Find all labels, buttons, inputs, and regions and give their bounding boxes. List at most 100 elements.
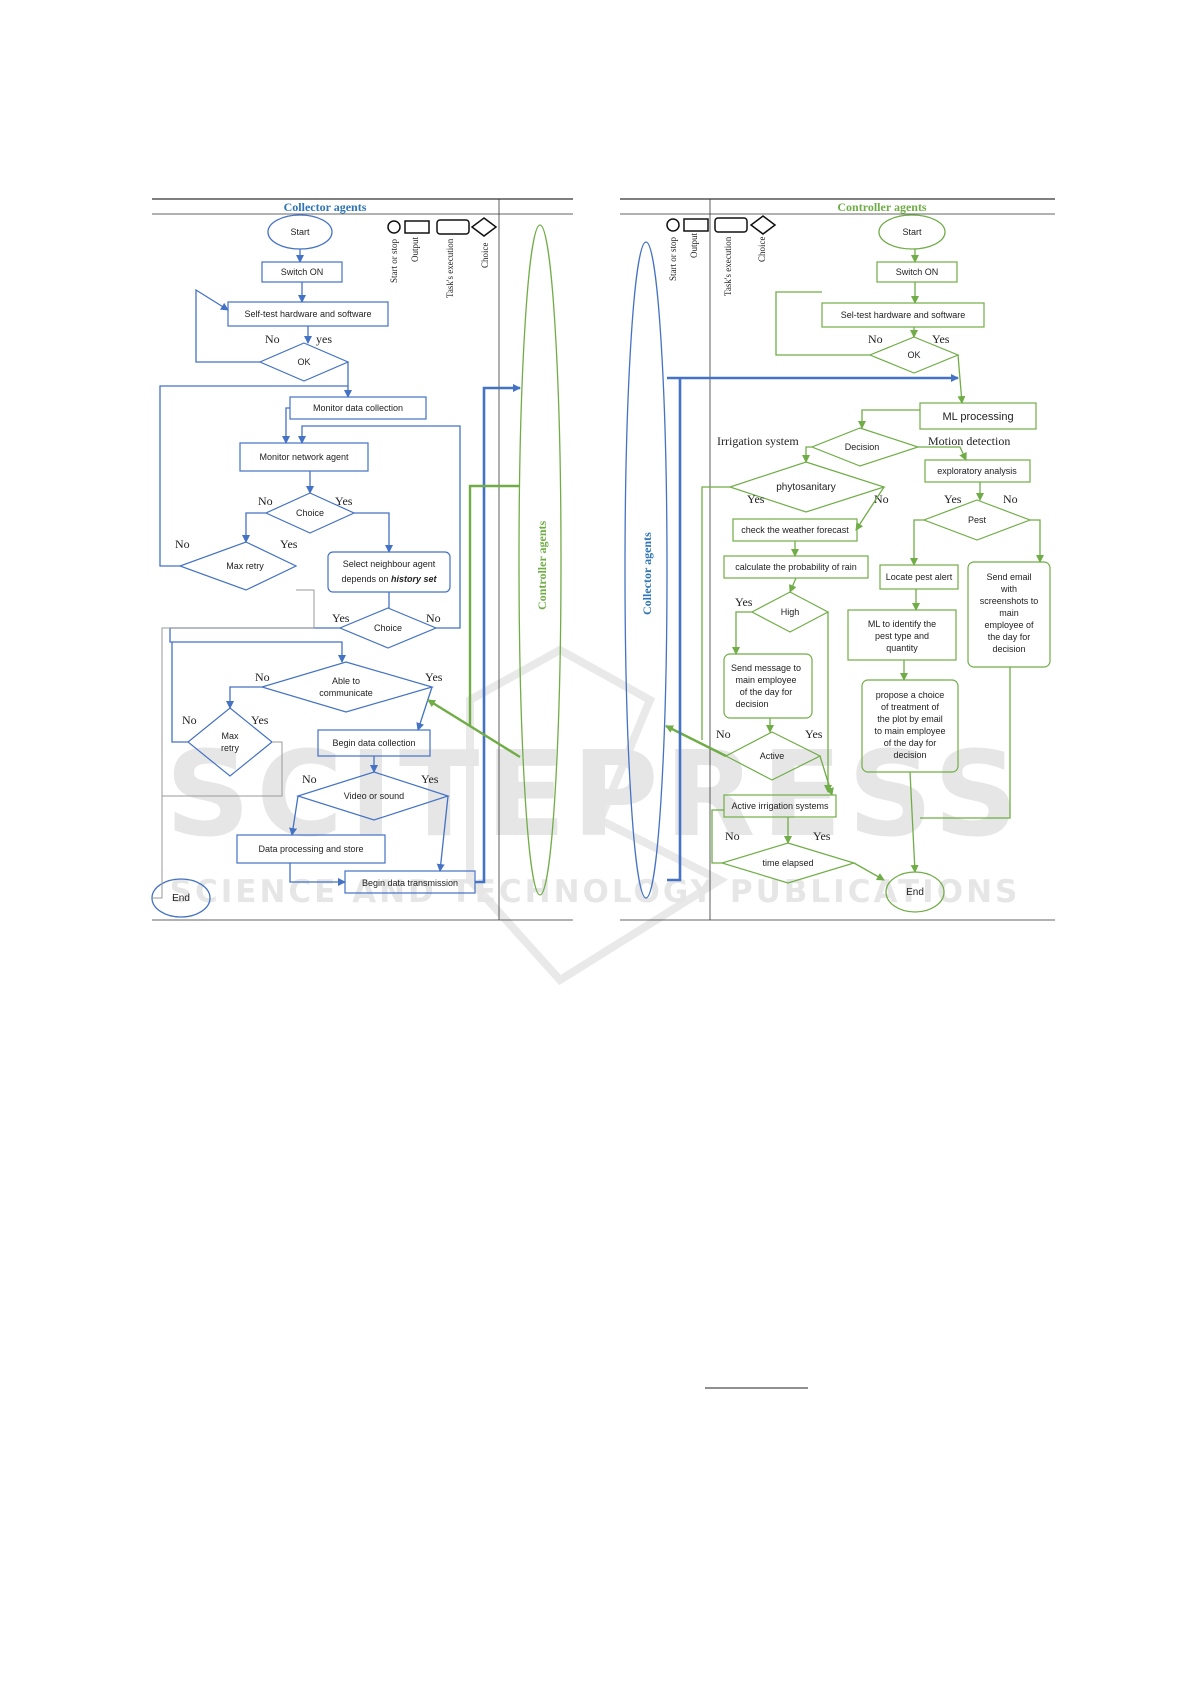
choice1-diamond: [264, 492, 356, 534]
pest-no-label: No: [1003, 492, 1018, 506]
phytosanitary-label: phytosanitary: [776, 482, 835, 493]
c-end-label: End: [906, 887, 924, 898]
retry-yes-label: Yes: [280, 537, 298, 551]
select-neighbour-label-2a: depends on: [341, 574, 391, 584]
legend-start-stop-icon: [387, 220, 401, 234]
time-elapsed-diamond: [719, 842, 857, 884]
retry2-no-label: No: [182, 713, 197, 727]
processing-store-box: [236, 834, 386, 864]
weather-label: check the weather forecast: [741, 525, 849, 535]
ml-processing-box: [919, 402, 1037, 430]
legend-choice: Choice: [480, 243, 490, 269]
ml-processing-label: ML processing: [942, 411, 1013, 423]
legend2-choice-icon: [749, 215, 777, 235]
prop-line-3: the plot by email: [877, 714, 943, 724]
pest-diamond: [922, 499, 1032, 541]
controller-connectors: [665, 249, 1044, 881]
ml-pest-line-3: quantity: [886, 643, 918, 653]
prop-line-6: decision: [893, 750, 926, 760]
high-yes-label: Yes: [735, 595, 753, 609]
c-ok-label: OK: [907, 350, 920, 360]
choice2-no-label: No: [426, 611, 441, 625]
time-no-label: No: [725, 829, 740, 843]
choice1-label: Choice: [296, 508, 324, 518]
max-retry-diamond: [178, 541, 298, 591]
c-start-node: [878, 214, 946, 250]
decision-label: Decision: [845, 442, 880, 452]
select-neighbour-history: history set: [391, 574, 438, 584]
collector-green-links: [427, 484, 521, 759]
email-line-7: decision: [992, 644, 1025, 654]
decision-diamond: [810, 427, 920, 467]
ok-label: OK: [297, 357, 310, 367]
c-self-test-box: [821, 302, 985, 328]
prop-line-4: to main employee: [874, 726, 945, 736]
legend-output-icon: [404, 220, 430, 234]
active-no-label: No: [716, 727, 731, 741]
active-yes-label: Yes: [805, 727, 823, 741]
legend-task: Task's execution: [445, 238, 455, 298]
phytosanitary-diamond: [728, 461, 886, 513]
pest-label: Pest: [968, 515, 987, 525]
video-no-label: No: [302, 772, 317, 786]
choice1-no-label: No: [258, 494, 273, 508]
ok-yes-label: yes: [316, 332, 332, 346]
prop-line-2: of treatment of: [881, 702, 940, 712]
c-ok-yes-label: Yes: [932, 332, 950, 346]
active-irrigation-label: Active irrigation systems: [731, 801, 829, 811]
transmission-label: Begin data transmission: [362, 878, 458, 888]
ok-diamond: [258, 342, 350, 382]
processing-store-label: Data processing and store: [258, 844, 363, 854]
legend-collector: [387, 217, 498, 237]
start-label: Start: [290, 227, 310, 237]
collector-gray-lines: [152, 589, 315, 899]
email-line-3: screenshots to: [980, 596, 1039, 606]
legend2-choice: Choice: [757, 237, 767, 263]
able-label-1: Able to: [332, 676, 360, 686]
email-line-2: with: [1000, 584, 1017, 594]
legend-start-stop: Start or stop: [389, 239, 399, 283]
retry-no-label: No: [175, 537, 190, 551]
msg-line-1: Send message to: [731, 663, 801, 673]
high-label: High: [781, 607, 800, 617]
c-self-test-label: Sel-test hardware and software: [841, 310, 966, 320]
c-switch-on-label: Switch ON: [896, 267, 939, 277]
legend2-task-icon: [714, 217, 748, 233]
ml-pest-line-2: pest type and: [875, 631, 929, 641]
c-ok-no-label: No: [868, 332, 883, 346]
msg-line-3: of the day for: [740, 687, 793, 697]
send-email-box: [967, 561, 1051, 668]
msg-line-4: decision: [735, 699, 768, 709]
locate-pest-box: [879, 564, 959, 590]
choice2-label: Choice: [374, 623, 402, 633]
probability-label: calculate the probability of rain: [735, 562, 857, 572]
begin-collection-label: Begin data collection: [332, 738, 415, 748]
choice1-yes-label: Yes: [335, 494, 353, 508]
irrigation-system-label: Irrigation system: [717, 434, 799, 448]
legend-task-icon: [436, 219, 470, 235]
legend-controller: [666, 215, 777, 235]
c-start-label: Start: [902, 227, 922, 237]
retry2-yes-label: Yes: [251, 713, 269, 727]
email-line-1: Send email: [986, 572, 1031, 582]
prop-line-1: propose a choice: [876, 690, 945, 700]
able-to-communicate-diamond: [259, 661, 435, 713]
legend2-output: Output: [689, 233, 699, 259]
able-no-label: No: [255, 670, 270, 684]
email-line-6: the day for: [988, 632, 1031, 642]
video-or-sound-diamond: [296, 771, 450, 821]
max-retry2-label-1: Max: [221, 731, 239, 741]
watermark: SCITEPRESS SCIENCE AND TECHNOLOGY PUBLIC…: [165, 645, 1019, 986]
max-retry-label: Max retry: [226, 561, 264, 571]
legend-choice-icon: [470, 217, 498, 237]
legend2-start-stop: Start or stop: [668, 237, 678, 281]
legend2-task: Task's execution: [723, 236, 733, 296]
ok-no-label: No: [265, 332, 280, 346]
choice2-diamond: [338, 607, 438, 649]
legend2-start-stop-icon: [666, 218, 680, 232]
controller-agents-side-label: Controller agents: [535, 520, 549, 610]
time-yes-label: Yes: [813, 829, 831, 843]
select-neighbour-box: [327, 551, 451, 593]
c-ok-diamond: [868, 336, 960, 374]
